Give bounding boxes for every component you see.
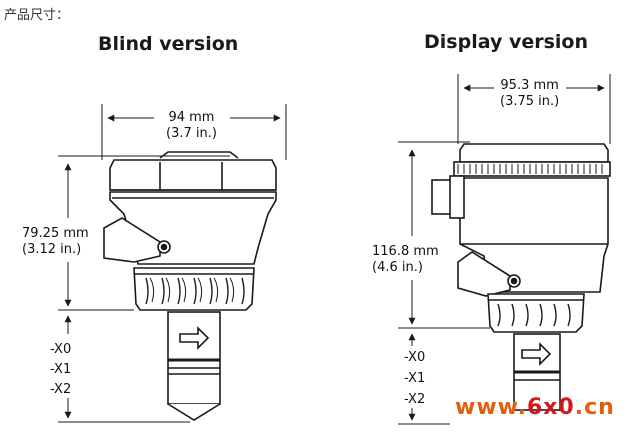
blind-lever: [103, 217, 161, 263]
display-width-mm: 95.3 mm: [500, 78, 559, 93]
blind-probe: [167, 311, 221, 405]
display-lid: [459, 143, 609, 163]
blind-dimensions: [58, 104, 287, 423]
display-body: [459, 177, 609, 293]
blind-nut: [133, 267, 255, 311]
display-dimensions: [398, 74, 611, 425]
display-code-x0: -X0: [404, 350, 426, 365]
watermark-part2: 6x0: [526, 395, 575, 420]
blind-code-x2: -X2: [50, 382, 72, 397]
display-flow-arrow-icon: [521, 342, 552, 366]
display-code-x1: -X1: [404, 371, 426, 386]
display-device: [431, 143, 611, 411]
blind-width-mm: 94 mm: [168, 110, 215, 125]
blind-width-label: 94 mm (3.7 in.): [166, 110, 217, 142]
blind-flow-arrow-icon: [179, 326, 210, 350]
display-height-in: (4.6 in.): [372, 260, 423, 275]
header-label: 产品尺寸：: [4, 8, 70, 23]
display-width-in: (3.75 in.): [500, 94, 560, 109]
display-title: Display version: [424, 31, 588, 53]
display-height-label: 116.8 mm (4.6 in.): [372, 244, 439, 276]
blind-height-mm: 79.25 mm: [22, 226, 89, 241]
blind-cap: [109, 159, 277, 191]
blind-height-in: (3.12 in.): [22, 242, 82, 257]
watermark-part1: www.: [455, 395, 527, 420]
blind-title: Blind version: [98, 33, 239, 55]
display-code-x2: -X2: [404, 392, 426, 407]
blind-code-x0: -X0: [50, 342, 72, 357]
blind-width-in: (3.7 in.): [166, 126, 217, 141]
watermark: www.6x0.cn: [455, 395, 615, 420]
display-height-mm: 116.8 mm: [372, 244, 439, 259]
display-nut: [487, 293, 585, 333]
blind-device: [103, 151, 277, 421]
display-width-label: 95.3 mm (3.75 in.): [500, 78, 559, 110]
display-lever: [457, 251, 511, 297]
blind-height-label: 79.25 mm (3.12 in.): [22, 226, 89, 258]
watermark-part3: .cn: [574, 395, 615, 420]
blind-code-x1: -X1: [50, 362, 72, 377]
